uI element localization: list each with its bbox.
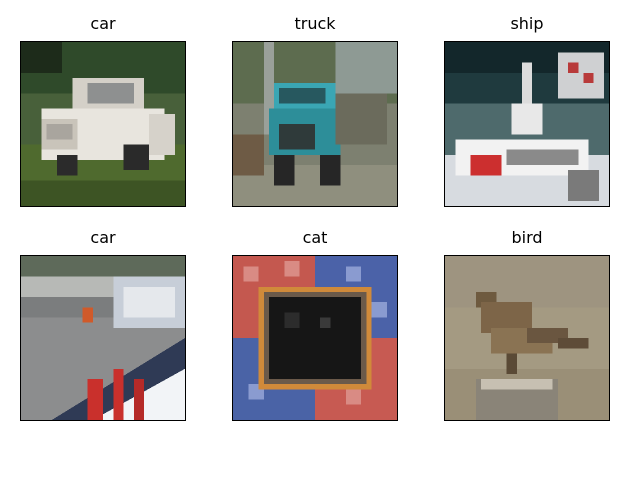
truck-image <box>232 41 398 207</box>
ship-image <box>444 41 610 207</box>
bird-image <box>444 255 610 421</box>
panel-title: cat <box>302 228 328 247</box>
panel-title: truck <box>294 14 336 33</box>
cat-image <box>232 255 398 421</box>
panel-title: ship <box>510 14 544 33</box>
panel-title: car <box>90 14 116 33</box>
car-image <box>20 41 186 207</box>
panel-title: car <box>90 228 116 247</box>
panel-title: bird <box>511 228 543 247</box>
car-image <box>20 255 186 421</box>
